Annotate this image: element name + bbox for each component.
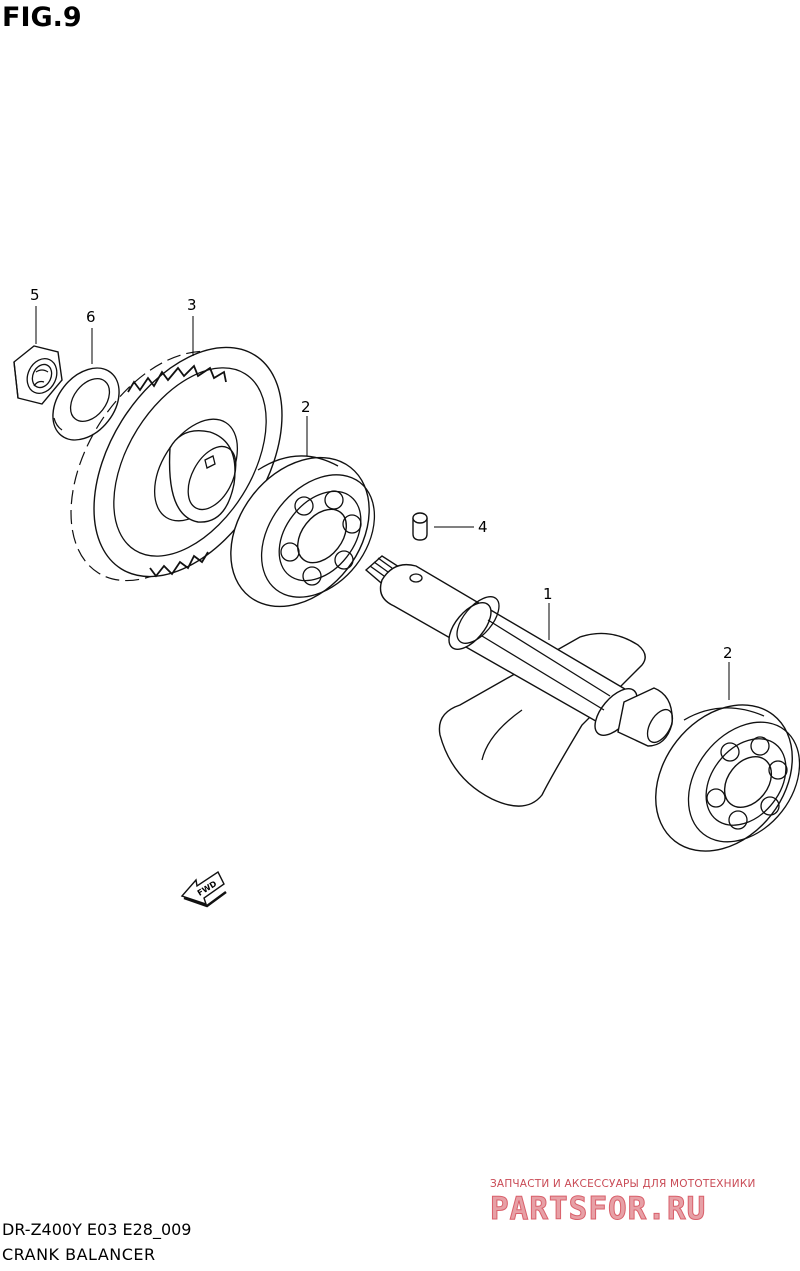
- callout-3: 3: [187, 296, 197, 314]
- callout-leaders: [35, 306, 730, 700]
- watermark-tagline: ЗАПЧАСТИ И АКСЕССУАРЫ ДЛЯ МОТОТЕХНИКИ: [490, 1178, 756, 1190]
- balancer-shaft-part: [364, 555, 674, 807]
- callout-2-right: 2: [723, 644, 733, 662]
- callout-4: 4: [478, 518, 488, 536]
- model-code: DR-Z400Y E03 E28_009: [2, 1220, 192, 1239]
- section-name: CRANK BALANCER: [2, 1245, 156, 1264]
- figure-label: FIG.9: [2, 2, 82, 33]
- bearing-left-part: [230, 455, 376, 608]
- callout-6: 6: [86, 308, 96, 326]
- fwd-arrow-icon: FWD: [180, 870, 227, 908]
- gear-part: [70, 346, 283, 582]
- callout-1: 1: [543, 585, 553, 603]
- washer-part: [52, 367, 120, 441]
- callout-5: 5: [30, 286, 40, 304]
- nut-part: [13, 345, 63, 405]
- watermark-brand: PARTSFOR.RU: [489, 1191, 707, 1228]
- callout-2-left: 2: [301, 398, 311, 416]
- pin-part: [412, 512, 428, 541]
- bearing-right-part: [655, 704, 800, 852]
